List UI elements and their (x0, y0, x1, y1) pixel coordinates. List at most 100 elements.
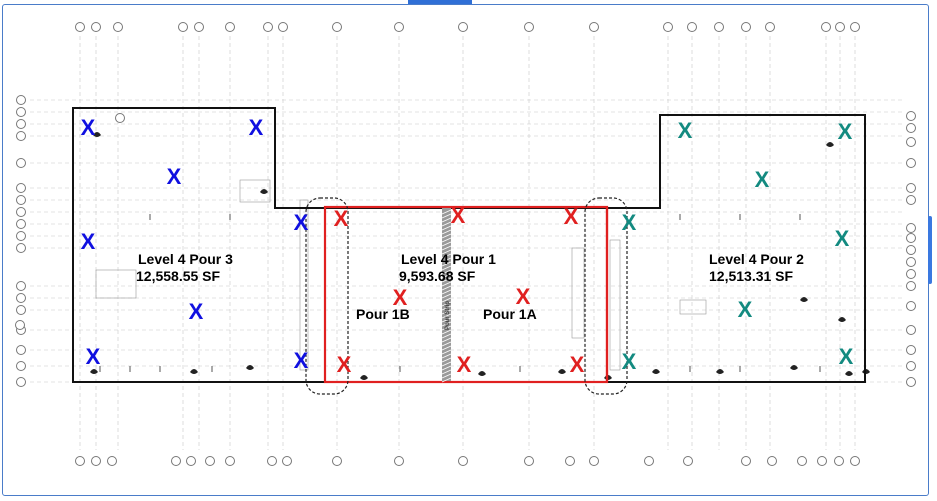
pour-1a-label: Pour 1A (483, 306, 537, 322)
marker-x-pour1: X (457, 352, 472, 377)
grid-bubble-top (278, 22, 288, 32)
grid-bubble-bottom (524, 456, 534, 466)
marker-x-pour1: X (564, 204, 579, 229)
grid-bubble-right (906, 377, 916, 387)
grid-bubble-bottom (817, 456, 827, 466)
hatch-line (441, 329, 452, 335)
grid-bubble-left (16, 377, 26, 387)
hatch-line (441, 261, 452, 267)
grid-bubble-top (765, 22, 775, 32)
pour-strip: Pour Strip (441, 208, 452, 383)
grid-bubble-left (16, 305, 26, 315)
grid-bubble-top (113, 22, 123, 32)
hatch-line (441, 269, 452, 275)
grid-bubble-top (458, 22, 468, 32)
drawing-symbol (190, 369, 198, 374)
active-tab-indicator (408, 0, 472, 4)
grid-bubble-right (906, 158, 916, 168)
scrollbar-handle[interactable] (928, 216, 932, 284)
pour-strip-label: Pour Strip (445, 301, 451, 330)
grid-bubble-right (906, 195, 916, 205)
marker-x-pour3: X (189, 299, 204, 324)
hatch-line (441, 281, 452, 287)
pour-2-title: Level 4 Pour 2 (709, 251, 804, 267)
grid-bubble-right (906, 257, 916, 267)
marker-x-pour3: X (167, 164, 182, 189)
grid-bubble-top (178, 22, 188, 32)
marker-x-pour1: X (393, 285, 408, 310)
grid-bubble-left (16, 293, 26, 303)
grid-bubble-left (16, 119, 26, 129)
marker-x-pour1: X (337, 352, 352, 377)
hatch-line (441, 353, 452, 359)
hatch-line (441, 317, 452, 323)
hatch-line (441, 273, 452, 279)
drawing-symbol (360, 375, 368, 380)
grid-bubble-bottom (767, 456, 777, 466)
grid-bubble-bottom (797, 456, 807, 466)
grid-bubble-top (821, 22, 831, 32)
grid-bubble-top (714, 22, 724, 32)
marker-x-pour3: X (81, 229, 96, 254)
grid-bubble-top (687, 22, 697, 32)
marker-x-pour2: X (622, 210, 637, 235)
drawing-symbol (260, 189, 268, 194)
hatch-line (441, 349, 452, 355)
drawing-detail-box (571, 247, 585, 339)
hatch-line (441, 321, 452, 327)
hatch-line (441, 361, 452, 367)
pour-2-area: 12,513.31 SF (709, 268, 794, 284)
grid-bubble-left (16, 195, 26, 205)
grid-bubble-right (906, 361, 916, 371)
pour-2-markers: X X X X X X X X (622, 118, 854, 374)
grid-bubble-top (850, 22, 860, 32)
hatch-line (441, 245, 452, 251)
drawing-symbol (838, 317, 846, 322)
grid-bubble-right (906, 233, 916, 243)
hatch-line (441, 257, 452, 263)
hatch-line (441, 289, 452, 295)
grid-bubble-top (741, 22, 751, 32)
drawing-detail-box (609, 239, 621, 371)
marker-x-pour3: X (294, 348, 309, 373)
marker-x-pour2: X (622, 349, 637, 374)
grid-bubble-right (906, 245, 916, 255)
grid-bubble-bottom (332, 456, 342, 466)
expansion-joint-right (584, 197, 628, 395)
grid-bubble-right (906, 345, 916, 355)
grid-bubble-top (225, 22, 235, 32)
grid-bubble-bottom (171, 456, 181, 466)
grid-bubble-right (906, 301, 916, 311)
marker-x-pour1: X (451, 203, 466, 228)
grid-bubble-right (906, 183, 916, 193)
grid-bubble-right (906, 111, 916, 121)
expansion-joint-left (305, 197, 349, 395)
grid-bubble-top (263, 22, 273, 32)
grid-bubble-left (16, 131, 26, 141)
grid-bubble-right (906, 137, 916, 147)
grid-bubble-bottom (394, 456, 404, 466)
grid-bubble-bottom (107, 456, 117, 466)
hatch-line (441, 249, 452, 255)
hatch-line (441, 285, 452, 291)
hatch-line (441, 301, 452, 307)
hatch-line (441, 309, 452, 315)
drawing-symbol (478, 371, 486, 376)
hatch-line (441, 265, 452, 271)
hatch-line (441, 305, 452, 311)
hatch-line (441, 313, 452, 319)
grid-bubble-bottom (565, 456, 575, 466)
pour-3-title: Level 4 Pour 3 (138, 251, 233, 267)
grid-bubble-top (589, 22, 599, 32)
hatch-line (441, 277, 452, 283)
grid-bubble-top (663, 22, 673, 32)
drawing-symbol (93, 132, 101, 137)
grid-bubble-bottom (75, 456, 85, 466)
grid-bubble-bottom (205, 456, 215, 466)
marker-x-pour3: X (294, 210, 309, 235)
marker-x-pour2: X (835, 226, 850, 251)
grid-bubble-top (394, 22, 404, 32)
marker-x-pour2: X (755, 167, 770, 192)
drawing-symbol (826, 142, 834, 147)
hatch-line (441, 337, 452, 343)
